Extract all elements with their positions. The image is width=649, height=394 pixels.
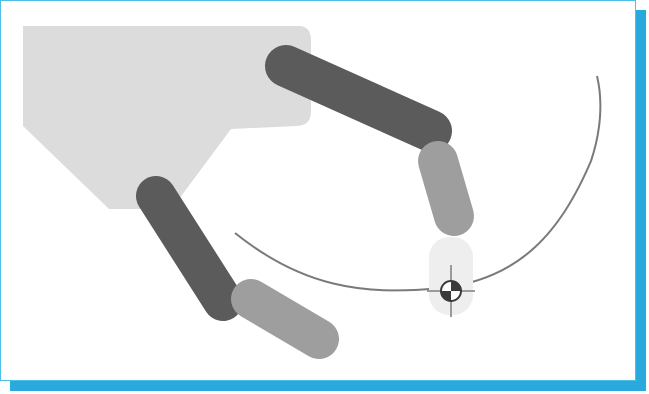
palm-shape (23, 26, 311, 209)
thumb-upper-segment (136, 176, 243, 321)
finger-distal-segment (418, 141, 474, 236)
finger-reach-diagram (23, 26, 602, 359)
finger-proximal-segment (265, 45, 452, 152)
thumb-lower-segment (231, 279, 339, 359)
reach-arc (234, 75, 602, 292)
crosshair-target-icon (427, 265, 475, 317)
diagram-card (0, 0, 636, 381)
